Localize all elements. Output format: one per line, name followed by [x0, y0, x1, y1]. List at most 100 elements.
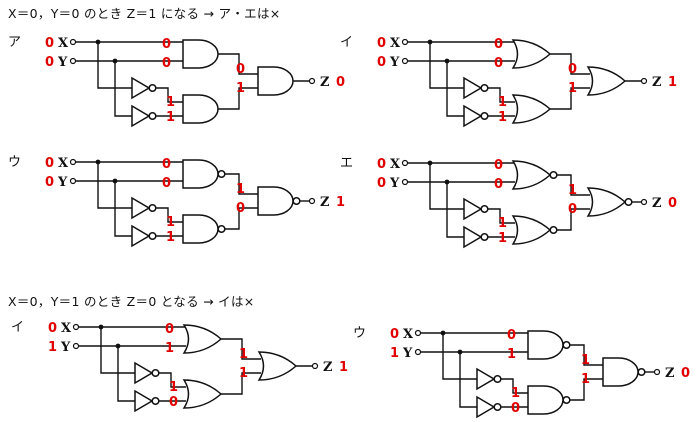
- negation-bubble-icon: [562, 395, 571, 405]
- output-z-value: 1: [668, 75, 677, 90]
- output-z-terminal-icon: [308, 197, 316, 205]
- wire-gate1-to-final: [218, 53, 258, 75]
- output-z-terminal-icon: [653, 368, 661, 376]
- negation-bubble-icon: [637, 367, 646, 377]
- inverter-x-icon: [131, 196, 151, 220]
- gate-2-and-icon: [182, 94, 219, 124]
- input-y-value: 1: [48, 340, 57, 355]
- gate-1-input-1-value: 0: [165, 322, 174, 337]
- input-x-label: X: [390, 157, 401, 172]
- wire-gate1-to-final: [221, 338, 261, 360]
- input-x-label: X: [403, 327, 414, 342]
- wire-y-to-inverter: [114, 181, 132, 237]
- final-gate-input-2-value: 1: [239, 366, 248, 381]
- wire-inv1-to-gate2: [159, 372, 186, 388]
- gate-2-nand-icon: [527, 385, 564, 415]
- negation-bubble-icon: [562, 340, 571, 350]
- wire-inv1-to-gate2: [156, 87, 183, 103]
- input-x-terminal-icon: [414, 329, 422, 337]
- input-x-terminal-icon: [69, 38, 77, 46]
- input-x-label: X: [390, 36, 401, 51]
- input-x-value: 0: [48, 321, 57, 336]
- final-gate-input-2-value: 0: [568, 202, 577, 217]
- inverter-x-icon: [463, 76, 483, 100]
- input-y-terminal-icon: [401, 178, 409, 186]
- panel-label: イ: [11, 320, 24, 335]
- input-y-label: Y: [389, 176, 400, 191]
- wire-x-to-inverter: [442, 333, 477, 380]
- gate-2-nand-icon: [182, 214, 219, 244]
- output-z-label: Z: [652, 196, 662, 211]
- wire-inv1-to-gate2: [488, 87, 515, 103]
- wire-x-to-inverter: [429, 42, 464, 89]
- final-gate-nand-icon: [257, 186, 294, 216]
- input-x-value: 0: [45, 36, 54, 51]
- input-y-label: Y: [57, 55, 68, 70]
- wire-x-to-inverter: [100, 327, 135, 374]
- negation-bubble-icon: [480, 83, 489, 93]
- gate-1-input-1-value: 0: [494, 158, 503, 173]
- gate-1-nor-icon: [511, 160, 552, 190]
- gate-1-or-icon: [182, 324, 223, 354]
- final-gate-input-1-value: 0: [236, 62, 245, 77]
- negation-bubble-icon: [148, 83, 157, 93]
- input-y-label: Y: [402, 346, 413, 361]
- final-gate-input-2-value: 1: [236, 81, 245, 96]
- inverter-x-icon: [463, 197, 483, 221]
- input-x-value: 0: [377, 157, 386, 172]
- output-z-label: Z: [665, 366, 675, 381]
- negation-bubble-icon: [292, 196, 301, 206]
- final-gate-nand-icon: [602, 357, 639, 387]
- inverter-x-icon: [134, 361, 154, 385]
- input-y-value: 1: [390, 346, 399, 361]
- gate-2-input-2-value: 1: [498, 110, 507, 125]
- input-y-value: 0: [377, 176, 386, 191]
- gate-2-nor-icon: [511, 215, 552, 245]
- inverter-y-icon: [131, 224, 151, 248]
- gate-1-or-icon: [511, 39, 552, 69]
- wire-gate1-to-final: [550, 53, 590, 75]
- final-gate-input-2-value: 0: [236, 201, 245, 216]
- output-z-label: Z: [320, 195, 330, 210]
- input-x-value: 0: [377, 36, 386, 51]
- wire-inv1-to-gate2: [501, 378, 528, 394]
- final-gate-or-icon: [257, 351, 298, 381]
- inverter-y-icon: [134, 389, 154, 413]
- negation-bubble-icon: [480, 232, 489, 242]
- input-x-terminal-icon: [401, 159, 409, 167]
- gate-1-and-icon: [182, 39, 219, 69]
- final-gate-input-1-value: 1: [581, 353, 590, 368]
- input-y-value: 0: [45, 175, 54, 190]
- input-y-terminal-icon: [69, 57, 77, 65]
- gate-1-input-1-value: 0: [162, 157, 171, 172]
- input-y-terminal-icon: [401, 57, 409, 65]
- heading-case-x0-y1: X＝0，Y＝1 のとき Z＝0 となる → イは×: [8, 294, 255, 309]
- wire-y-to-inverter: [459, 352, 477, 408]
- inverter-x-icon: [476, 367, 496, 391]
- output-z-terminal-icon: [308, 77, 316, 85]
- input-y-label: Y: [57, 175, 68, 190]
- wire-y-to-inverter: [446, 61, 464, 117]
- gate-2-or-icon: [182, 379, 223, 409]
- gate-2-input-1-value: 1: [169, 380, 178, 395]
- final-gate-input-2-value: 1: [581, 372, 590, 387]
- final-gate-input-1-value: 1: [236, 182, 245, 197]
- gate-1-input-2-value: 0: [494, 177, 503, 192]
- input-y-terminal-icon: [414, 348, 422, 356]
- gate-1-nand-icon: [182, 159, 219, 189]
- output-z-terminal-icon: [640, 77, 648, 85]
- input-x-terminal-icon: [69, 158, 77, 166]
- gate-2-input-1-value: 1: [511, 386, 520, 401]
- final-gate-input-1-value: 1: [239, 347, 248, 362]
- inverter-y-icon: [463, 225, 483, 249]
- gate-1-input-2-value: 0: [494, 56, 503, 71]
- wire-gate1-to-final: [570, 344, 603, 366]
- final-gate-input-2-value: 1: [568, 81, 577, 96]
- final-gate-nor-icon: [586, 187, 627, 217]
- output-z-value: 0: [336, 75, 345, 90]
- gate-2-input-2-value: 0: [169, 395, 178, 410]
